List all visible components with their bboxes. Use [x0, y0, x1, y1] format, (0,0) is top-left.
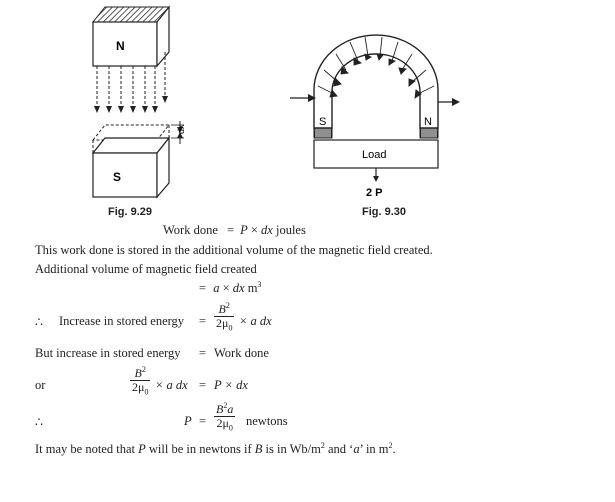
- eq1-equals: =: [227, 223, 235, 237]
- magnet-flux-arrows: [317, 36, 435, 99]
- eq5-fraction: B2 2μ0: [130, 365, 151, 397]
- eq5-den: 2μ: [132, 380, 145, 394]
- magnet-n-label: N: [424, 116, 432, 128]
- dx-label: dx: [176, 124, 186, 134]
- figure-9-30: S N Load 2 P: [290, 34, 460, 199]
- eq6-equals: =: [199, 414, 207, 428]
- eq5-rhs: P × dx: [214, 378, 248, 392]
- eq5-num-sup: 2: [141, 365, 146, 374]
- eq6-num-sup: 2: [223, 401, 228, 410]
- flux-lines: [96, 52, 166, 110]
- flux-out-head: [452, 98, 460, 106]
- eq2-unit-sup: 3: [257, 279, 262, 289]
- eq6-unit: newtons: [246, 414, 288, 428]
- n-pole-side: [156, 5, 170, 68]
- note-part-5: ’ in m: [359, 442, 389, 456]
- flux-in-head: [308, 94, 316, 102]
- dx-arrow-up: [177, 132, 183, 138]
- eq1-lhs: Work done: [163, 223, 218, 237]
- eq6-den: 2μ: [216, 416, 229, 430]
- eq4-equals: =: [199, 346, 207, 360]
- eq6-therefore: ∴: [35, 415, 43, 429]
- note-sup-1: 2: [320, 440, 325, 450]
- n-pole-top-face: [91, 6, 171, 23]
- eq3-den: 2μ: [216, 316, 229, 330]
- eq-volume: = a × dx m3: [199, 279, 262, 296]
- n-pole-front: [92, 21, 158, 67]
- eq6-num-b: B: [216, 402, 224, 416]
- eq4-rhs: Work done: [214, 346, 269, 360]
- note-part-6: .: [392, 442, 396, 456]
- eq3-fraction: B2 2μ0: [214, 301, 235, 333]
- magnet-s-label: S: [319, 116, 326, 128]
- eq5-equals: =: [199, 378, 207, 392]
- force-label: 2 P: [366, 187, 383, 199]
- flux-arrowheads: [94, 96, 168, 113]
- eq1-unit: joules: [272, 223, 306, 237]
- n-pole-label: N: [116, 39, 125, 53]
- note-part-3: is in Wb/m: [262, 442, 321, 456]
- note-part-4: and ‘: [324, 442, 354, 456]
- eq3-rest: × a dx: [239, 314, 272, 328]
- force-arrow-head: [373, 176, 379, 182]
- eq1-dx: dx: [261, 223, 273, 237]
- eq5-den-sub: 0: [144, 387, 149, 397]
- paragraph-additional-volume: Additional volume of magnetic field crea…: [35, 262, 257, 276]
- closing-note: It may be noted that P will be in newton…: [35, 440, 396, 457]
- eq1-p: P: [240, 223, 248, 237]
- eq3-den-sub: 0: [228, 323, 233, 333]
- s-pole-face: [313, 127, 333, 139]
- eq2-equals: =: [199, 281, 207, 295]
- fig-9-29-caption: Fig. 9.29: [108, 206, 153, 218]
- eq3-lhs: Increase in stored energy: [59, 314, 185, 328]
- eq6-num-a: a: [227, 402, 234, 416]
- eq6-fraction: B2a 2μ0: [214, 401, 235, 433]
- s-pole-side: [156, 136, 170, 199]
- s-pole-front: [92, 152, 158, 198]
- eq3-num-sup: 2: [225, 301, 230, 310]
- eq4-lhs: But increase in stored energy: [35, 346, 181, 360]
- eq3-num-b: B: [218, 302, 226, 316]
- eq2-times: ×: [219, 281, 233, 295]
- eq2-a: a: [213, 281, 220, 295]
- eq-work-done: Work done = P × dx joules: [163, 223, 306, 238]
- eq5-rest: × a dx: [155, 378, 188, 392]
- load-block: [313, 139, 439, 169]
- dx-arrow-down: [177, 127, 183, 133]
- figure-9-29: N dx S: [91, 5, 186, 199]
- eq6-lhs: P: [184, 414, 192, 428]
- note-b: B: [254, 442, 263, 456]
- load-label: Load: [362, 149, 386, 161]
- fig-9-30-caption: Fig. 9.30: [362, 206, 407, 218]
- eq5-num-b: B: [134, 366, 142, 380]
- paragraph-stored: This work done is stored in the addition…: [35, 243, 433, 257]
- s-pole-label: S: [113, 170, 121, 184]
- note-a: a: [353, 442, 360, 456]
- n-pole-face: [419, 127, 439, 139]
- note-part-1: It may be noted that: [35, 442, 139, 456]
- eq5-or: or: [35, 378, 46, 392]
- eq6-den-sub: 0: [228, 423, 233, 433]
- note-p: P: [138, 442, 146, 456]
- eq3-therefore: ∴: [35, 315, 43, 329]
- eq1-times: ×: [247, 223, 262, 237]
- eq2-unit: m: [244, 281, 258, 295]
- note-part-2: will be in newtons if: [145, 442, 255, 456]
- eq3-equals: =: [199, 314, 207, 328]
- note-sup-2: 2: [388, 440, 393, 450]
- s-pole-top: [91, 137, 171, 154]
- eq2-dx: dx: [232, 281, 245, 295]
- horseshoe-magnet: [313, 34, 439, 129]
